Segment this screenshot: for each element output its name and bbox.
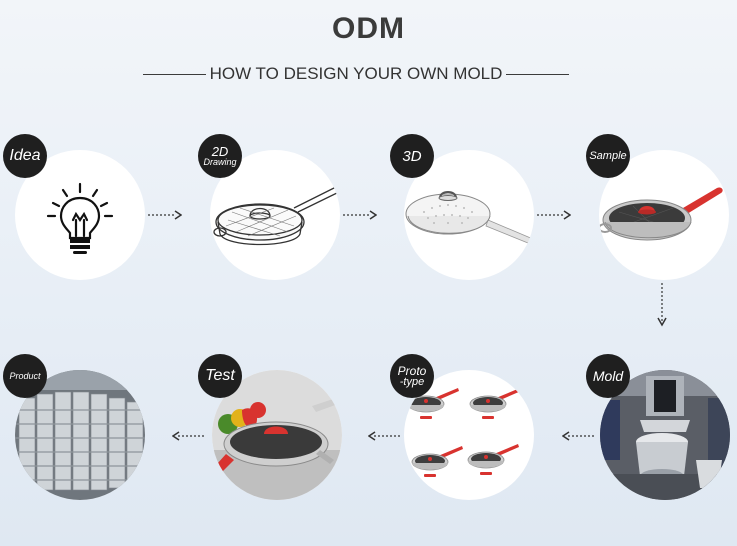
- badge-prototype-label: Proto: [397, 363, 427, 378]
- badge-product: Product: [3, 354, 47, 398]
- arrow-test-to-product: [172, 431, 206, 441]
- badge-prototype: Proto -type: [390, 354, 434, 398]
- badge-idea-label: Idea: [9, 147, 41, 164]
- step-prototype: [404, 370, 534, 500]
- divider-right: [506, 73, 569, 75]
- badge-mold-label: Mold: [592, 368, 624, 384]
- pan-sketch-icon: [213, 185, 340, 246]
- badge-2d-sublabel: Drawing: [203, 157, 237, 167]
- badge-2d-drawing: 2D Drawing: [198, 134, 242, 178]
- badge-idea: Idea: [3, 134, 47, 178]
- divider-left: [143, 73, 206, 75]
- pan-3d-icon: [405, 191, 534, 246]
- prototype-pans-icon: [407, 388, 521, 477]
- badge-sample: Sample: [586, 134, 630, 178]
- badge-3d-label: 3D: [402, 147, 422, 165]
- arrow-2d-to-3d: [343, 210, 377, 220]
- badge-product-label: Product: [9, 370, 41, 381]
- arrow-idea-to-2d: [148, 210, 182, 220]
- badge-test: Test: [198, 354, 242, 398]
- badge-test-label: Test: [205, 367, 235, 384]
- arrow-sample-to-mold: [657, 283, 667, 327]
- subtitle-row: HOW TO DESIGN YOUR OWN MOLD: [143, 63, 569, 85]
- arrow-3d-to-sample: [537, 210, 571, 220]
- badge-prototype-sublabel: -type: [399, 375, 425, 388]
- badge-sample-label: Sample: [589, 149, 627, 162]
- page-title: ODM: [332, 12, 405, 45]
- lightbulb-icon: [46, 182, 114, 254]
- badge-mold: Mold: [586, 354, 630, 398]
- arrow-prototype-to-test: [368, 431, 402, 441]
- pan-sample-icon: [599, 187, 723, 241]
- badge-3d: 3D: [390, 134, 434, 178]
- page-subtitle: HOW TO DESIGN YOUR OWN MOLD: [209, 64, 503, 83]
- arrow-mold-to-prototype: [562, 431, 596, 441]
- badge-2d-label: 2D: [211, 144, 229, 159]
